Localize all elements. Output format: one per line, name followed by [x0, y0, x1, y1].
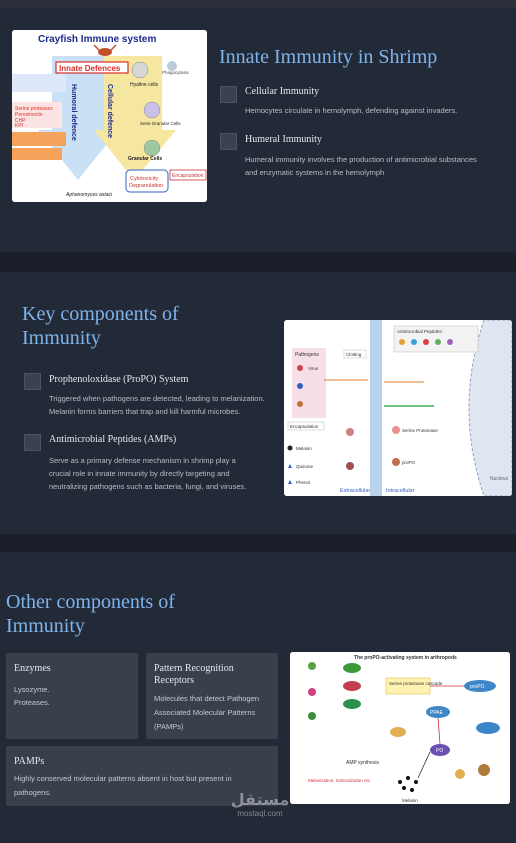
- propo-system-figure: The proPO-activating system in arthropod…: [290, 652, 510, 804]
- item-heading: Humeral Immunity: [245, 134, 322, 145]
- svg-text:Cytotoxicity: Cytotoxicity: [130, 176, 158, 182]
- svg-text:Nucleus: Nucleus: [490, 476, 509, 482]
- top-bar: [0, 0, 516, 8]
- card-text: Highly conserved molecular patterns abse…: [14, 774, 232, 783]
- svg-text:Encapsulation: Encapsulation: [290, 424, 319, 429]
- card-text: pathogens.: [14, 788, 52, 797]
- svg-text:Encapsulation: Encapsulation: [172, 173, 204, 179]
- immune-pathway-figure: Nucleus Antimicrobial Peptides: Pathogen…: [284, 320, 512, 496]
- svg-text:Degranulation: Degranulation: [129, 183, 163, 189]
- svg-text:Peroxinectin: Peroxinectin: [15, 112, 43, 118]
- section-title: Other components of Immunity: [6, 591, 175, 637]
- item-text: Humeral immunity involves the production…: [245, 155, 477, 164]
- section-title: Key components of Immunity: [22, 303, 179, 349]
- humoral-label: Humoral defence: [70, 84, 77, 141]
- prr-card: Pattern Recognition Receptors Molecules …: [146, 653, 278, 739]
- card-heading: Enzymes: [14, 663, 51, 674]
- other-components-section: Other components of Immunity Enzymes Lys…: [0, 552, 516, 843]
- svg-text:Semi-Granular Cells: Semi-Granular Cells: [140, 121, 181, 126]
- cellular-label: Cellular defence: [106, 84, 113, 138]
- enzymes-card: Enzymes Lysozyme. Proteases.: [6, 653, 138, 739]
- item-text: and enzymatic systems in the hemolymph: [245, 168, 385, 177]
- svg-text:The proPO-activating system in: The proPO-activating system in arthropod…: [354, 655, 457, 661]
- bullet-box: [24, 434, 41, 451]
- svg-text:Granular Cells: Granular Cells: [128, 156, 162, 162]
- section-gap: [0, 252, 516, 272]
- mostaql-watermark: مستقل mostaql.com: [230, 790, 290, 818]
- svg-text:Serine proteases: Serine proteases: [15, 106, 53, 112]
- svg-text:KPI: KPI: [15, 123, 23, 129]
- svg-text:AMP synthesis: AMP synthesis: [346, 760, 379, 766]
- bullet-box: [220, 86, 237, 103]
- bullet-box: [24, 373, 41, 390]
- innate-immunity-section: Crayfish Immune system Innate Defences H…: [0, 8, 516, 252]
- svg-text:Phagocytosis: Phagocytosis: [162, 70, 190, 75]
- card-heading: Pattern Recognition: [154, 663, 234, 674]
- svg-text:proPO: proPO: [470, 684, 485, 690]
- item-heading: Cellular Immunity: [245, 86, 320, 97]
- svg-text:Extracellular: Extracellular: [340, 488, 370, 494]
- svg-text:Aphanomyces astaci: Aphanomyces astaci: [65, 192, 113, 198]
- item-heading: Antimicrobial Peptides (AMPs): [49, 434, 177, 445]
- card-text: Associated Molecular Patterns: [154, 708, 256, 717]
- melanin-dots: [398, 776, 418, 792]
- key-components-section: Key components of Immunity Prophenoloxid…: [0, 272, 516, 534]
- svg-text:PPAE: PPAE: [430, 710, 444, 716]
- bullet-box: [220, 133, 237, 150]
- card-heading: Receptors: [154, 675, 194, 686]
- item-heading: Prophenoloxidase (ProPO) System: [49, 374, 189, 385]
- svg-text:Antimicrobial Peptides:: Antimicrobial Peptides:: [397, 329, 443, 334]
- item-text: Serve as a primary defense mechanism in …: [49, 456, 236, 465]
- item-text: neutralizing pathogens such as bacteria,…: [49, 482, 247, 491]
- svg-text:Clotting: Clotting: [346, 352, 362, 357]
- item-text: Hemocytes circulate in hemolymph, defend…: [245, 106, 458, 115]
- card-text: Lysozyme.: [14, 685, 50, 694]
- svg-text:Melanization, Sclerotization e: Melanization, Sclerotization etc.: [308, 778, 371, 783]
- item-text: Melanin forms barriers that trap and kil…: [49, 407, 241, 416]
- item-text: Triggered when pathogens are detected, l…: [49, 394, 265, 403]
- svg-text:Hyaline cells: Hyaline cells: [130, 82, 159, 88]
- innate-label: Innate Defences: [59, 64, 121, 73]
- svg-text:Melanin: Melanin: [296, 446, 312, 451]
- section-title: Innate Immunity in Shrimp: [219, 46, 438, 68]
- card-text: (PAMPs): [154, 722, 184, 731]
- svg-text:proPO: proPO: [402, 460, 416, 465]
- card-text: Molecules that detect Pathogen: [154, 694, 260, 703]
- svg-text:Melanin: Melanin: [402, 798, 418, 803]
- svg-text:Virus: Virus: [308, 366, 319, 371]
- pamps-card: PAMPs Highly conserved molecular pattern…: [6, 746, 278, 806]
- svg-text:PO: PO: [436, 748, 443, 754]
- svg-text:Intracellular: Intracellular: [386, 488, 415, 494]
- crayfish-immune-figure: Crayfish Immune system Innate Defences H…: [12, 30, 207, 202]
- svg-text:Serine proteinase cascade: Serine proteinase cascade: [389, 681, 443, 686]
- svg-text:CHP: CHP: [15, 118, 26, 124]
- svg-text:Phenol: Phenol: [296, 480, 310, 485]
- item-text: crucial role in innate immunity by direc…: [49, 469, 230, 478]
- card-heading: PAMPs: [14, 756, 45, 767]
- crayfish-icon: [93, 44, 117, 56]
- figure-title: Crayfish Immune system: [38, 34, 156, 45]
- card-text: Proteases.: [14, 698, 50, 707]
- svg-text:Serine Proteinase: Serine Proteinase: [402, 428, 438, 433]
- svg-text:Pathogens: Pathogens: [295, 352, 319, 358]
- section-gap: [0, 534, 516, 552]
- svg-text:Quinone: Quinone: [296, 464, 314, 469]
